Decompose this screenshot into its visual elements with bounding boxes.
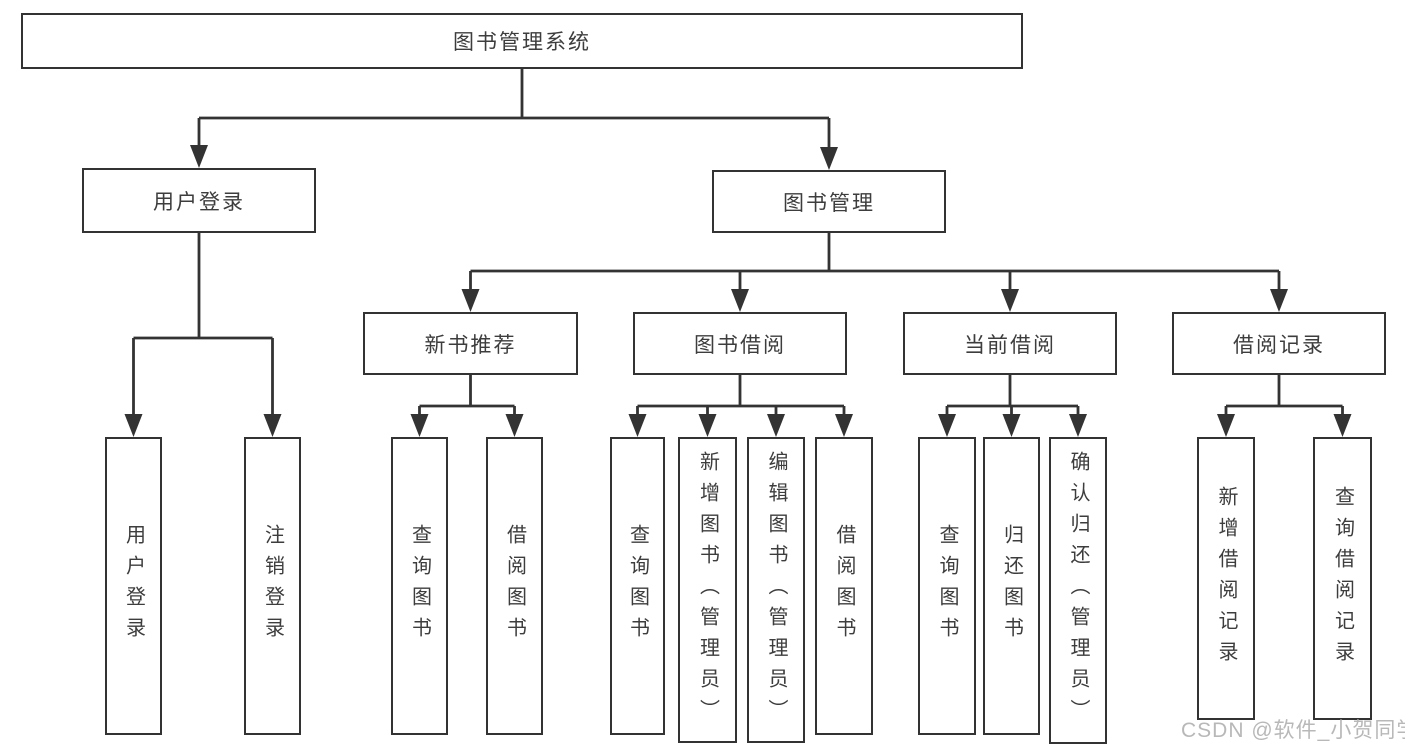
node-book-management: 图书管理 [712,170,946,233]
node-label: 归还图书 [1000,524,1023,648]
node-book-borrowing: 图书借阅 [633,312,847,375]
node-label: 图书管理 [783,191,875,215]
node-label: 用户登录 [122,524,145,648]
leaf-rec-borrow-books: 借阅图书 [486,437,543,735]
node-label: 新增图书（管理员） [696,450,719,730]
leaf-cb-return-books: 归还图书 [983,437,1040,735]
watermark-text: CSDN @软件_小贺同学 [1181,719,1405,742]
node-label: 查询图书 [626,524,649,648]
leaf-bb-query-books: 查询图书 [610,437,665,735]
node-label: 借阅图书 [503,524,526,648]
node-current-borrowing: 当前借阅 [903,312,1117,375]
node-label: 查询借阅记录 [1331,485,1354,672]
node-borrow-records: 借阅记录 [1172,312,1386,375]
leaf-cb-query-books: 查询图书 [918,437,976,735]
node-label: 用户登录 [153,190,245,214]
node-library-system-root: 图书管理系统 [21,13,1023,69]
node-label: 图书借阅 [694,333,786,357]
leaf-rec-query-books: 查询图书 [391,437,448,735]
node-label: 图书管理系统 [453,31,591,54]
leaf-bb-add-book-admin: 新增图书（管理员） [678,437,737,743]
node-user-login: 用户登录 [82,168,316,233]
leaf-cb-confirm-return-admin: 确认归还（管理员） [1049,437,1107,744]
node-label: 新书推荐 [424,333,517,357]
node-label: 查询图书 [408,524,431,648]
node-label: 确认归还（管理员） [1067,451,1089,730]
node-label: 注销登录 [261,524,284,648]
node-label: 借阅图书 [833,524,855,648]
leaf-logout: 注销登录 [244,437,301,735]
node-label: 当前借阅 [964,333,1056,357]
node-label: 编辑图书（管理员） [765,450,787,730]
leaf-bb-borrow-books: 借阅图书 [815,437,873,735]
leaf-br-query-record: 查询借阅记录 [1313,437,1372,720]
leaf-user-login: 用户登录 [105,437,162,735]
node-label: 新增借阅记录 [1215,485,1237,672]
leaf-br-add-record: 新增借阅记录 [1197,437,1255,720]
leaf-bb-edit-book-admin: 编辑图书（管理员） [747,437,805,743]
node-label: 借阅记录 [1233,333,1325,357]
node-new-book-recommend: 新书推荐 [363,312,578,375]
node-label: 查询图书 [936,524,958,648]
